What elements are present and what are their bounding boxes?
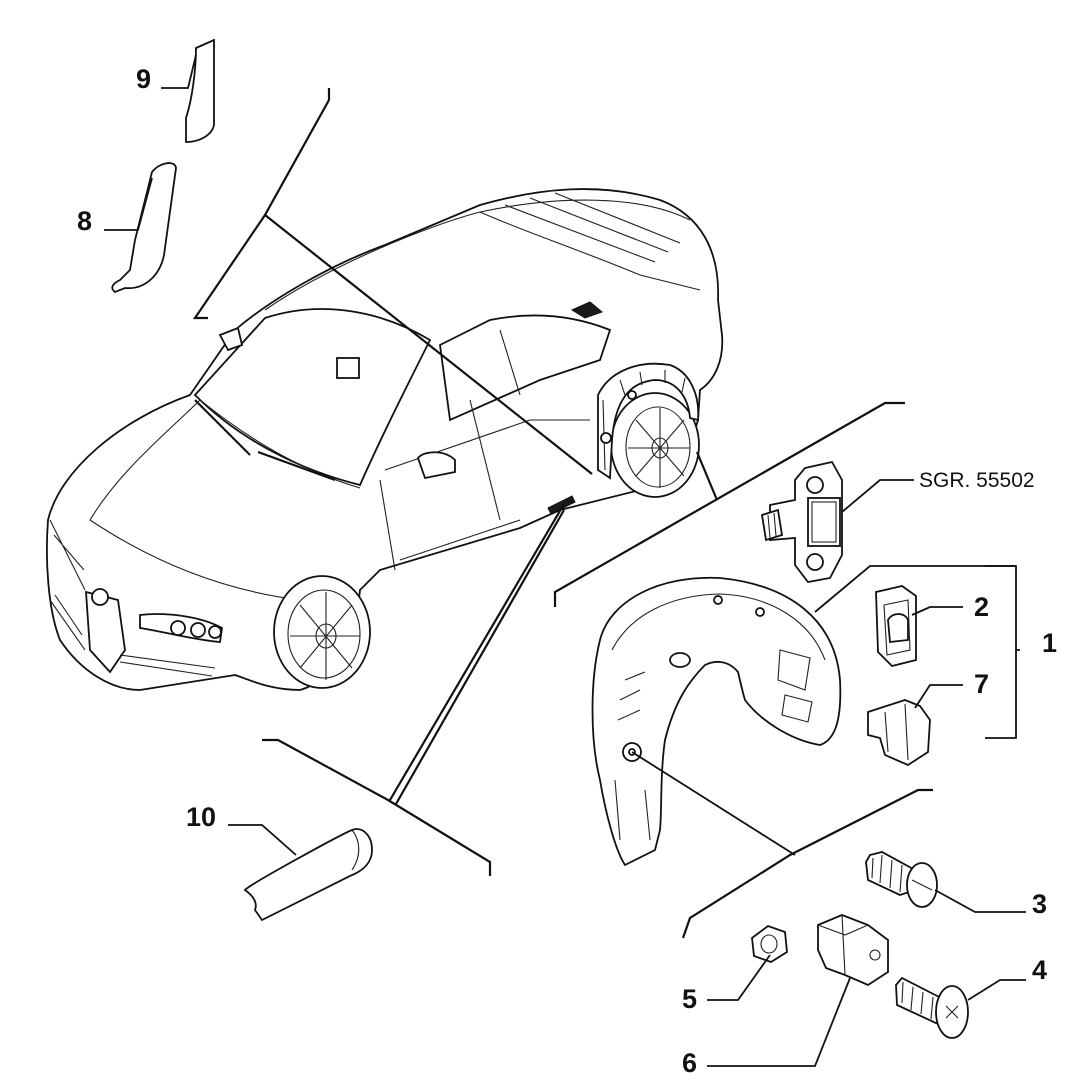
cage-nut-6-illustration (817, 914, 889, 987)
callout-5: 5 (682, 984, 697, 1014)
guide-lines (192, 88, 933, 939)
trim-8-illustration (111, 162, 177, 294)
sensor-bracket-illustration (760, 460, 843, 583)
callout-labels: 9 8 10 SGR. 55502 2 1 7 3 4 5 6 (77, 64, 1057, 1078)
car-body-illustration (46, 188, 724, 691)
bolt-4-illustration (895, 976, 969, 1039)
clip-2-illustration (875, 585, 917, 667)
clip-7-illustration (867, 699, 931, 767)
wheelarch-liner-illustration (591, 576, 842, 867)
trim-9-illustration (185, 38, 215, 143)
callout-3: 3 (1032, 889, 1047, 919)
screw-3-illustration (865, 851, 938, 908)
callout-4: 4 (1032, 955, 1047, 985)
sill-trim-10-illustration (243, 828, 373, 922)
callout-6: 6 (682, 1048, 697, 1078)
callout-8: 8 (77, 206, 92, 236)
reference-sgr: SGR. 55502 (919, 469, 1035, 492)
callout-2: 2 (974, 592, 989, 622)
callout-7: 7 (974, 669, 989, 699)
leader-lines (104, 54, 1026, 1067)
callout-1: 1 (1042, 628, 1057, 658)
nut-5-illustration (751, 924, 788, 963)
callout-9: 9 (136, 64, 151, 94)
callout-10: 10 (186, 802, 216, 832)
